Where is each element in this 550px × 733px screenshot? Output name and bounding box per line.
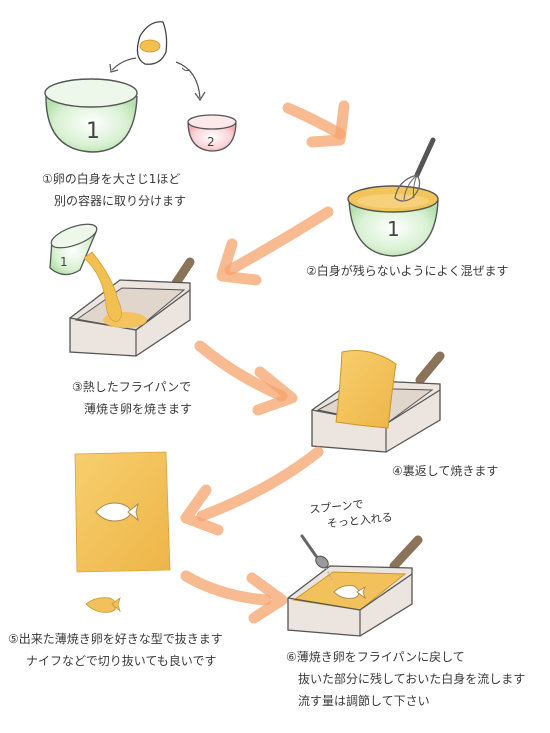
flow-arrow-1 <box>282 100 350 148</box>
step-1-line-2: 別の容器に取り分けます <box>54 194 187 208</box>
pan-step-3 <box>69 257 195 357</box>
flipping-egg-sheet <box>335 350 397 429</box>
step-3-line-2: 薄焼き卵を焼きます <box>84 402 193 416</box>
mixing-bowl: 1 <box>347 185 439 257</box>
step-6-line-1: ⑥薄焼き卵をフライパンに戻して <box>286 650 465 664</box>
pan-step-6 <box>287 535 423 637</box>
fish-cutout <box>95 502 139 522</box>
egg-crack-illustration <box>136 21 168 65</box>
step-5-line-1: ⑤出来た薄焼き卵を好きな型で抜きます <box>8 632 223 646</box>
bowl-2: 2 <box>187 114 237 152</box>
flow-arrow-5 <box>180 570 288 624</box>
mixing-bowl-number: 1 <box>387 217 400 241</box>
bowl-1: 1 <box>44 78 138 153</box>
fish-hole <box>333 585 366 600</box>
step-2-caption: ②白身が残らないようによく混ぜます <box>306 260 509 282</box>
step-1-caption: ①卵の白身を大さじ1ほど 別の容器に取り分けます <box>42 168 186 212</box>
step-6-line-2: 抜いた部分に残しておいた白身を流します <box>298 672 526 686</box>
bowl-2-number: 2 <box>207 135 215 149</box>
arrow-to-bowl-1 <box>109 57 137 73</box>
pouring-cup: 1 <box>49 223 122 323</box>
step-3-caption: ③熱したフライパンで 薄焼き卵を焼きます <box>72 376 192 420</box>
bowl-1-number: 1 <box>86 119 100 144</box>
cut-egg-sheet <box>74 451 171 573</box>
whisk <box>394 137 436 202</box>
step-6-caption: ⑥薄焼き卵をフライパンに戻して 抜いた部分に残しておいた白身を流します 流す量は… <box>286 646 525 712</box>
step-2-line-1: ②白身が残らないようによく混ぜます <box>306 264 509 278</box>
flow-arrow-2 <box>216 206 334 286</box>
cup-number: 1 <box>60 255 68 269</box>
step-3-line-1: ③熱したフライパンで <box>72 380 192 394</box>
flow-arrow-3 <box>194 340 298 416</box>
arrow-to-bowl-2 <box>175 61 206 102</box>
step-5-caption: ⑤出来た薄焼き卵を好きな型で抜きます ナイフなどで切り抜いても良いです <box>8 628 223 672</box>
spoon <box>300 534 333 581</box>
step-1-line-1: ①卵の白身を大さじ1ほど <box>42 172 181 186</box>
flow-arrow-4 <box>180 446 324 536</box>
step-6-line-3: 流す量は調節して下さい <box>298 694 430 708</box>
step-4-line-1: ④裏返して焼きます <box>392 464 499 478</box>
step-5-line-2: ナイフなどで切り抜いても良いです <box>26 654 217 668</box>
step-4-caption: ④裏返して焼きます <box>392 460 498 482</box>
fish-shaped-egg <box>85 596 121 613</box>
